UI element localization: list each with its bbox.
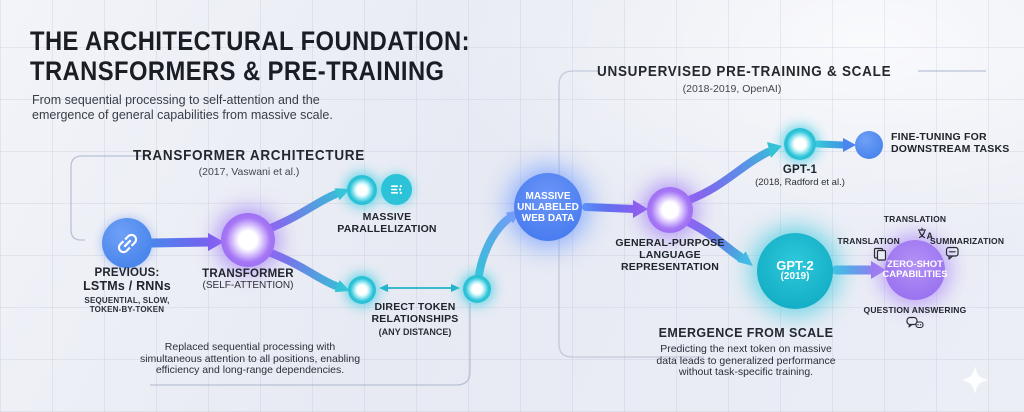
zero-shot-node: ZERO-SHOT CAPABILITIES: [882, 240, 948, 300]
document-pages-icon: [873, 247, 887, 261]
direct-token-label: DIRECT TOKEN RELATIONSHIPS (ANY DISTANCE…: [371, 301, 459, 337]
transformer-note: Replaced sequential processing with simu…: [139, 341, 361, 376]
arrow-transformer-to-parallelization: [262, 190, 340, 234]
page-subtitle: From sequential processing to self-atten…: [32, 93, 333, 122]
general-purpose-node: [647, 187, 693, 233]
capability-translation-top: TRANSLATION: [883, 214, 947, 224]
section-title-transformer-architecture: TRANSFORMER ARCHITECTURE: [132, 147, 366, 164]
section-subtitle-unsupervised-pretraining: (2018-2019, OpenAI): [682, 83, 782, 95]
direct-token-node-right: [463, 275, 491, 303]
web-data-node: MASSIVE UNLABELED WEB DATA: [514, 173, 582, 241]
section-subtitle-transformer-architecture: (2017, Vaswani et al.): [198, 166, 300, 178]
capability-translation-left: TRANSLATION: [837, 236, 900, 246]
general-purpose-label: GENERAL-PURPOSE LANGUAGE REPRESENTATION: [615, 237, 725, 273]
gpt1-label: GPT-1 (2018, Radford et al.): [755, 164, 845, 188]
section-title-unsupervised-pretraining: UNSUPERVISED PRE-TRAINING & SCALE: [597, 63, 892, 80]
emergence-from-scale-block: EMERGENCE FROM SCALE Predicting the next…: [596, 326, 896, 379]
transformer-node-label: TRANSFORMER (SELF-ATTENTION): [202, 268, 294, 291]
emergence-title: EMERGENCE FROM SCALE: [658, 326, 834, 340]
sparkle-icon: [961, 366, 989, 394]
finetuning-node: [855, 131, 883, 159]
finetuning-label: FINE-TUNING FOR DOWNSTREAM TASKS: [891, 131, 1010, 155]
parallel-lines-icon: [381, 174, 412, 205]
previous-node-label: PREVIOUS: LSTMs / RNNs SEQUENTIAL, SLOW,…: [83, 267, 171, 314]
arrow-gpt1-to-finetuning: [814, 140, 848, 149]
chain-link-icon: [117, 233, 137, 253]
capability-summarization: SUMMARIZATION: [930, 236, 1005, 246]
chat-bubbles-icon: [906, 316, 924, 329]
parallelization-label: MASSIVE PARALLELIZATION: [337, 211, 437, 235]
arrow-previous-to-transformer: [147, 237, 215, 248]
summary-bubble-icon: [945, 246, 959, 260]
translate-icon: A: [917, 227, 934, 241]
parallelization-node: [347, 175, 377, 205]
gpt2-node: GPT-2 (2019): [757, 233, 833, 309]
gpt1-node: [784, 128, 816, 160]
arrow-webdata-to-general: [582, 203, 638, 213]
page-title: THE ARCHITECTURAL FOUNDATION: TRANSFORME…: [30, 26, 470, 86]
direct-token-node-left: [348, 276, 376, 304]
svg-text:A: A: [927, 231, 934, 241]
arrow-transformer-to-direct-token: [262, 247, 340, 290]
arrow-general-to-gpt2: [682, 216, 745, 262]
transformer-node: [221, 213, 275, 267]
arrow-general-to-gpt1: [685, 148, 772, 204]
previous-lstm-rnn-node: [102, 218, 152, 268]
arrow-token-to-webdata: [474, 215, 512, 285]
capability-question-answering: QUESTION ANSWERING: [863, 305, 967, 315]
